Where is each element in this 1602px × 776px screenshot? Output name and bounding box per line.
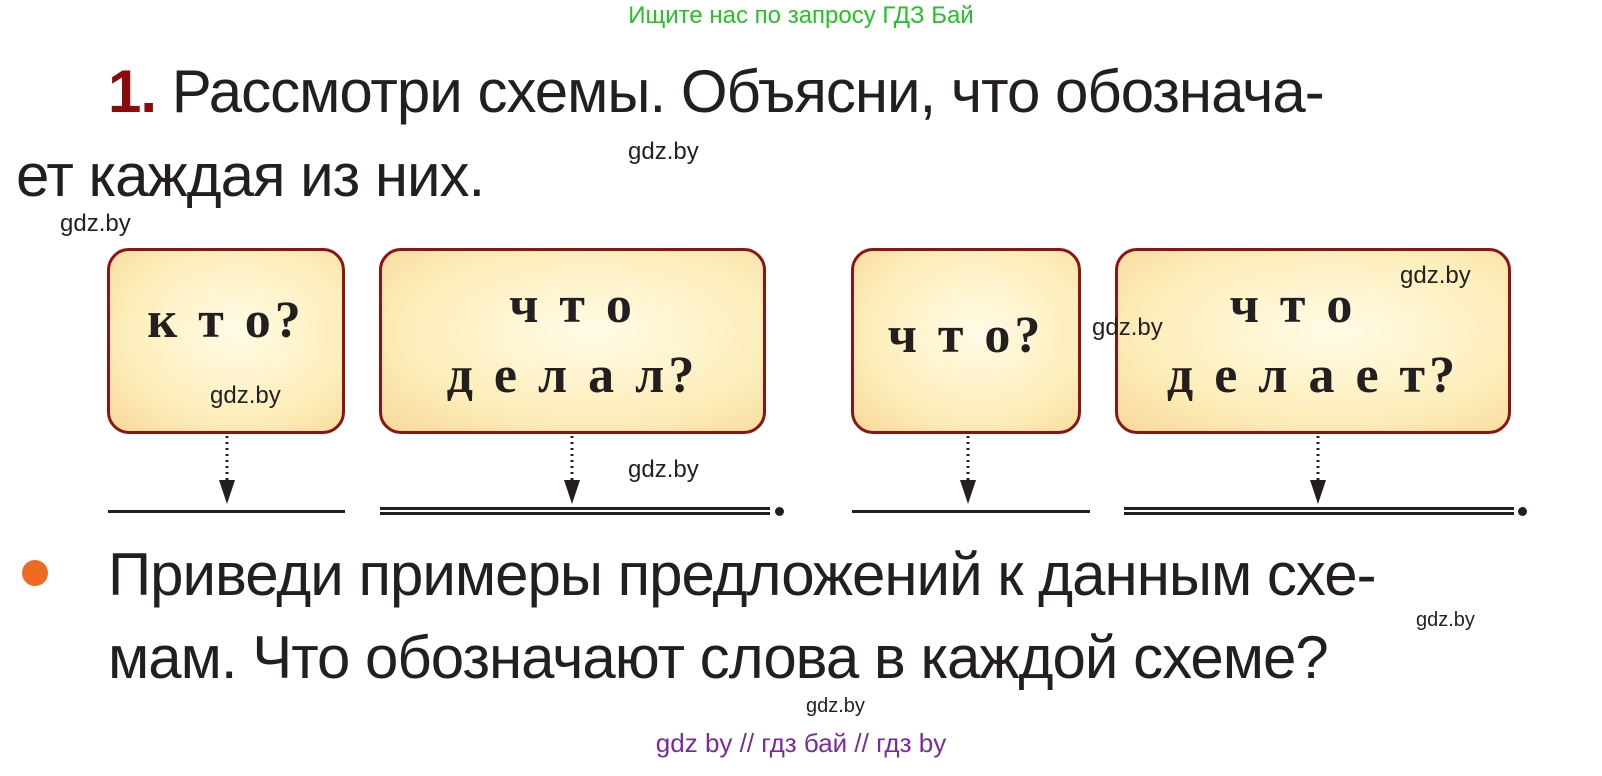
footer-links: gdz by // гдз бай // гдз by [655, 728, 947, 758]
bullet-icon [22, 560, 48, 586]
scheme-question: ч т о [1229, 276, 1357, 334]
sentence-end-dot [775, 507, 784, 516]
watermark: gdz.by [628, 138, 699, 165]
subject-underline [852, 510, 1090, 513]
question-line-2: мам. Что обозначают слова в каждой схеме… [108, 624, 1329, 691]
search-banner: Ищите нас по запросу ГДЗ Бай [628, 2, 974, 29]
watermark: gdz.by [210, 382, 281, 409]
scheme-question: ч т о? [887, 306, 1045, 364]
watermark: gdz.by [60, 210, 131, 237]
scheme-question: д е л а л? [446, 347, 699, 404]
scheme-question: ч т о [509, 276, 636, 334]
dotted-arrow-icon [564, 436, 580, 504]
watermark: gdz.by [1400, 262, 1471, 289]
task-text: Рассмотри схемы. Объясни, что обознача- [171, 58, 1325, 125]
sentence-end-dot [1518, 507, 1527, 516]
scheme-box-kto: к т о? [107, 248, 345, 434]
scheme-box-chto: ч т о? [851, 248, 1081, 434]
subject-underline [108, 510, 345, 513]
task-number: 1. [108, 58, 157, 125]
scheme-box-chto-delaet: ч т о д е л а е т? [1115, 248, 1511, 434]
question-line-1: Приведи примеры предложений к данным схе… [108, 541, 1377, 608]
scheme-question: д е л а е т? [1166, 347, 1460, 404]
watermark: gdz.by [1092, 314, 1163, 341]
scheme-box-chto-delal: ч т о д е л а л? [379, 248, 766, 434]
dotted-arrow-icon [219, 436, 235, 504]
predicate-underline [380, 507, 770, 515]
watermark: gdz.by [806, 695, 865, 717]
predicate-underline [1124, 507, 1514, 515]
scheme-question: к т о? [147, 291, 305, 349]
dotted-arrow-icon [960, 436, 976, 504]
watermark: gdz.by [1416, 609, 1475, 631]
task-heading-line-1: 1. Рассмотри схемы. Объясни, что обознач… [108, 62, 1325, 122]
task-heading-line-2: ет каждая из них. [16, 142, 485, 209]
watermark: gdz.by [628, 456, 699, 483]
dotted-arrow-icon [1310, 436, 1326, 504]
